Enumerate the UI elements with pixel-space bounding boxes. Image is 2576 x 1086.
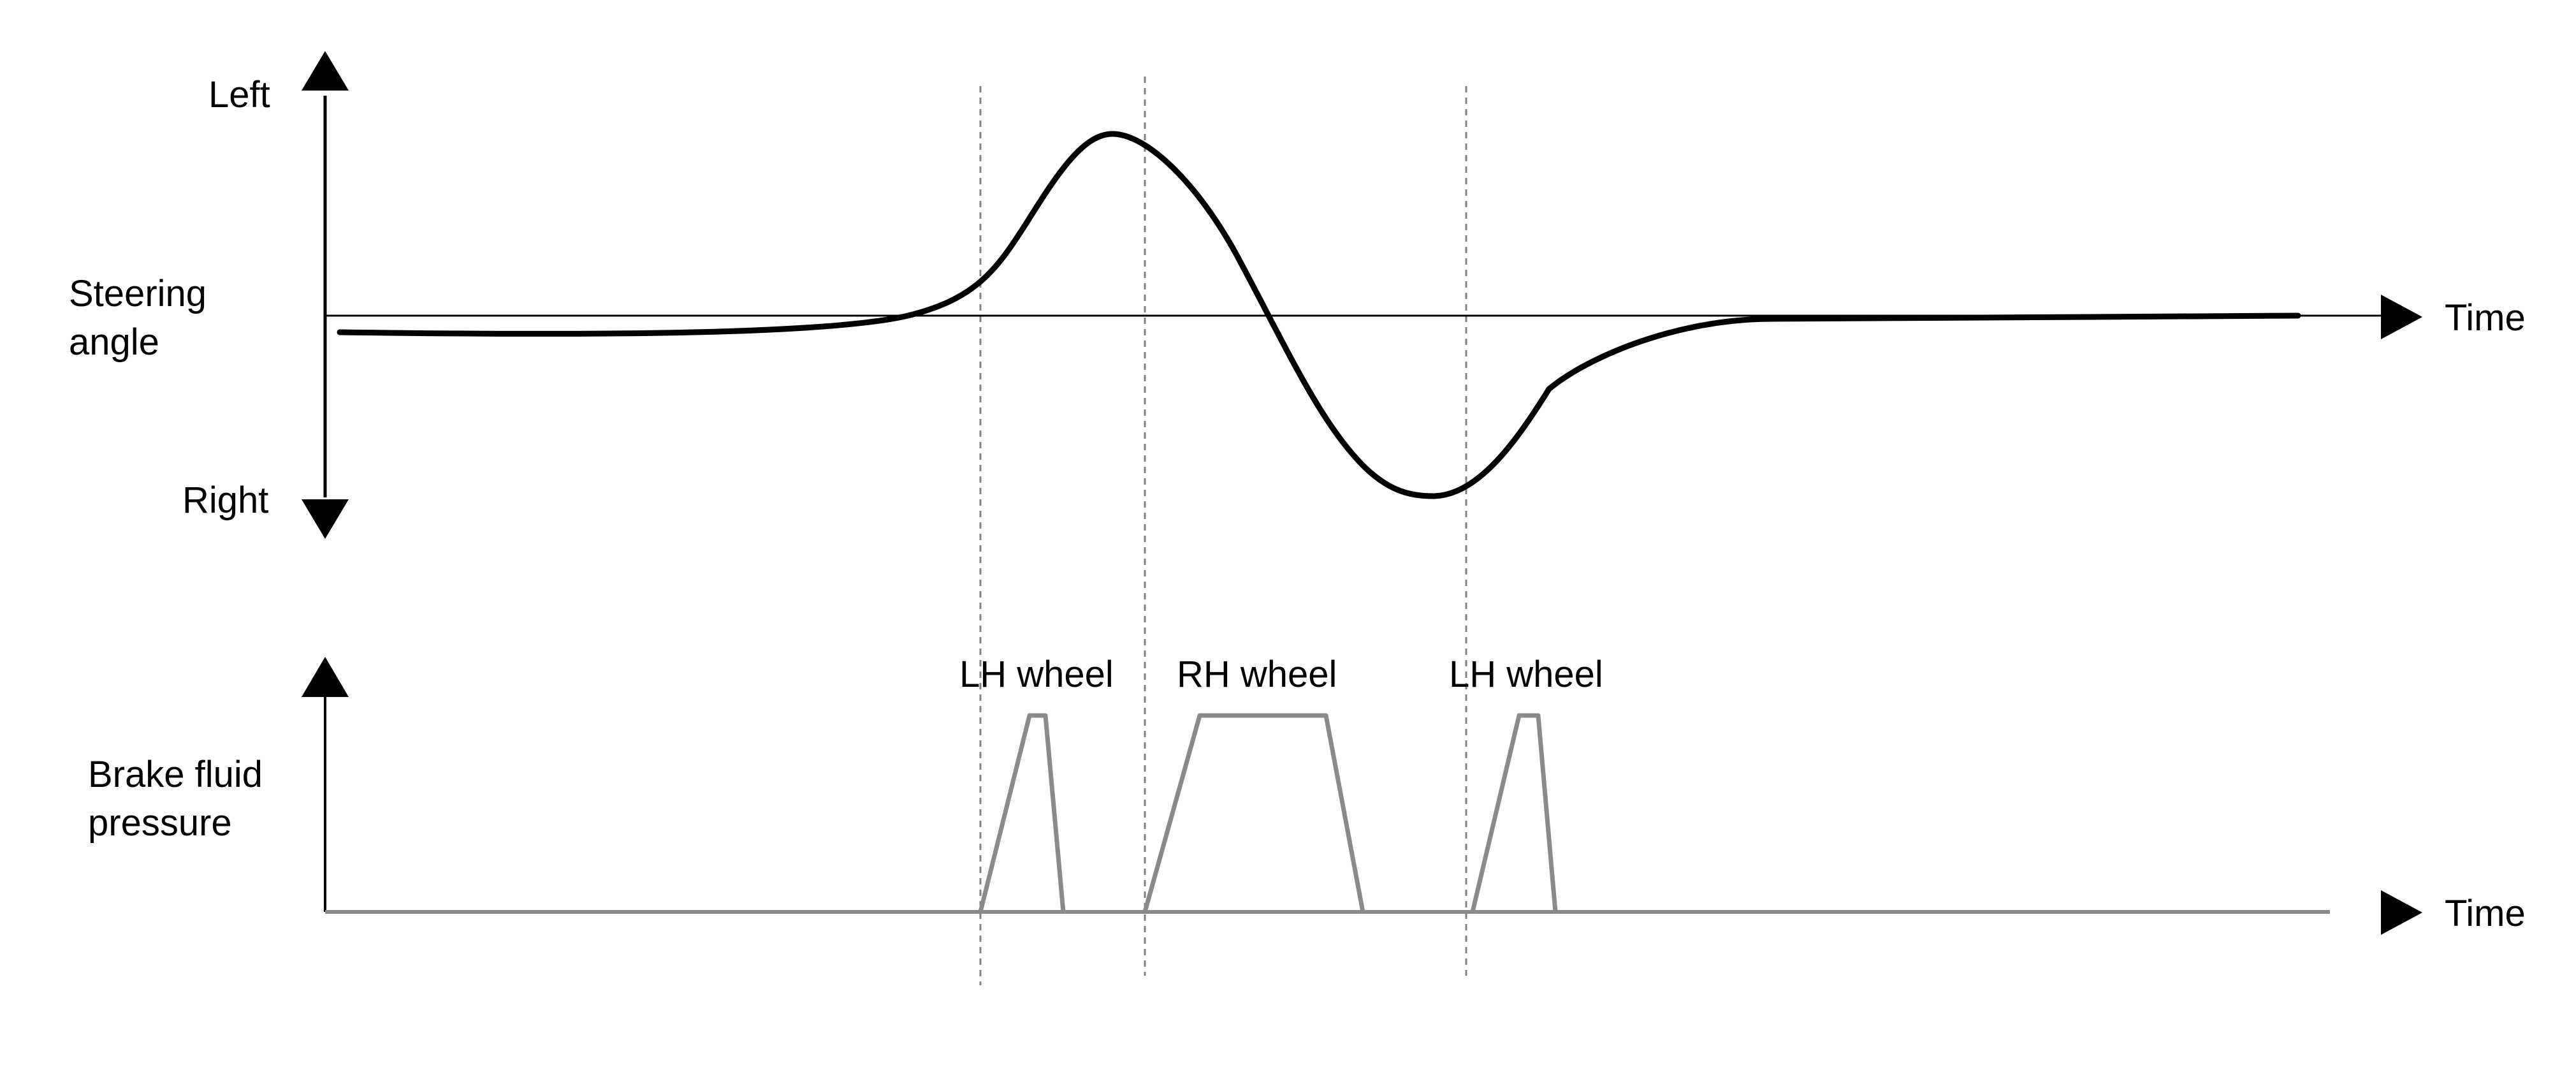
brake-time-label: Time [2445,893,2526,934]
brake-time-arrow-icon [2381,890,2422,935]
lh-wheel-pulse-2 [1470,713,1558,913]
steering-time-label: Time [2445,297,2526,339]
brake-graph: Brake fluid pressure LH wheel RH wheel L… [88,654,2526,935]
steering-down-arrow-icon [302,499,349,539]
lh-wheel-pulse-1 [978,713,1066,913]
rh-wheel-pulse [1142,713,1365,913]
steering-right-label: Right [182,480,268,521]
brake-up-arrow-icon [302,657,349,697]
steering-graph: Left Right Steering angle Time [69,51,2526,539]
brake-pressure-label-line1: Brake fluid [88,754,263,795]
steering-left-label: Left [208,74,270,115]
steering-angle-label-line2: angle [69,321,159,363]
steering-up-arrow-icon [302,51,349,91]
guide-lines [979,77,1467,985]
steering-angle-curve [337,131,2301,499]
brake-pressure-label-line2: pressure [88,802,232,844]
steering-time-arrow-icon [2381,295,2422,339]
pulse-label-lh-wheel-1: LH wheel [959,654,1114,695]
pulse-label-rh-wheel: RH wheel [1177,654,1337,695]
steering-angle-label-line1: Steering [69,273,207,314]
pulse-label-lh-wheel-2: LH wheel [1449,654,1603,695]
